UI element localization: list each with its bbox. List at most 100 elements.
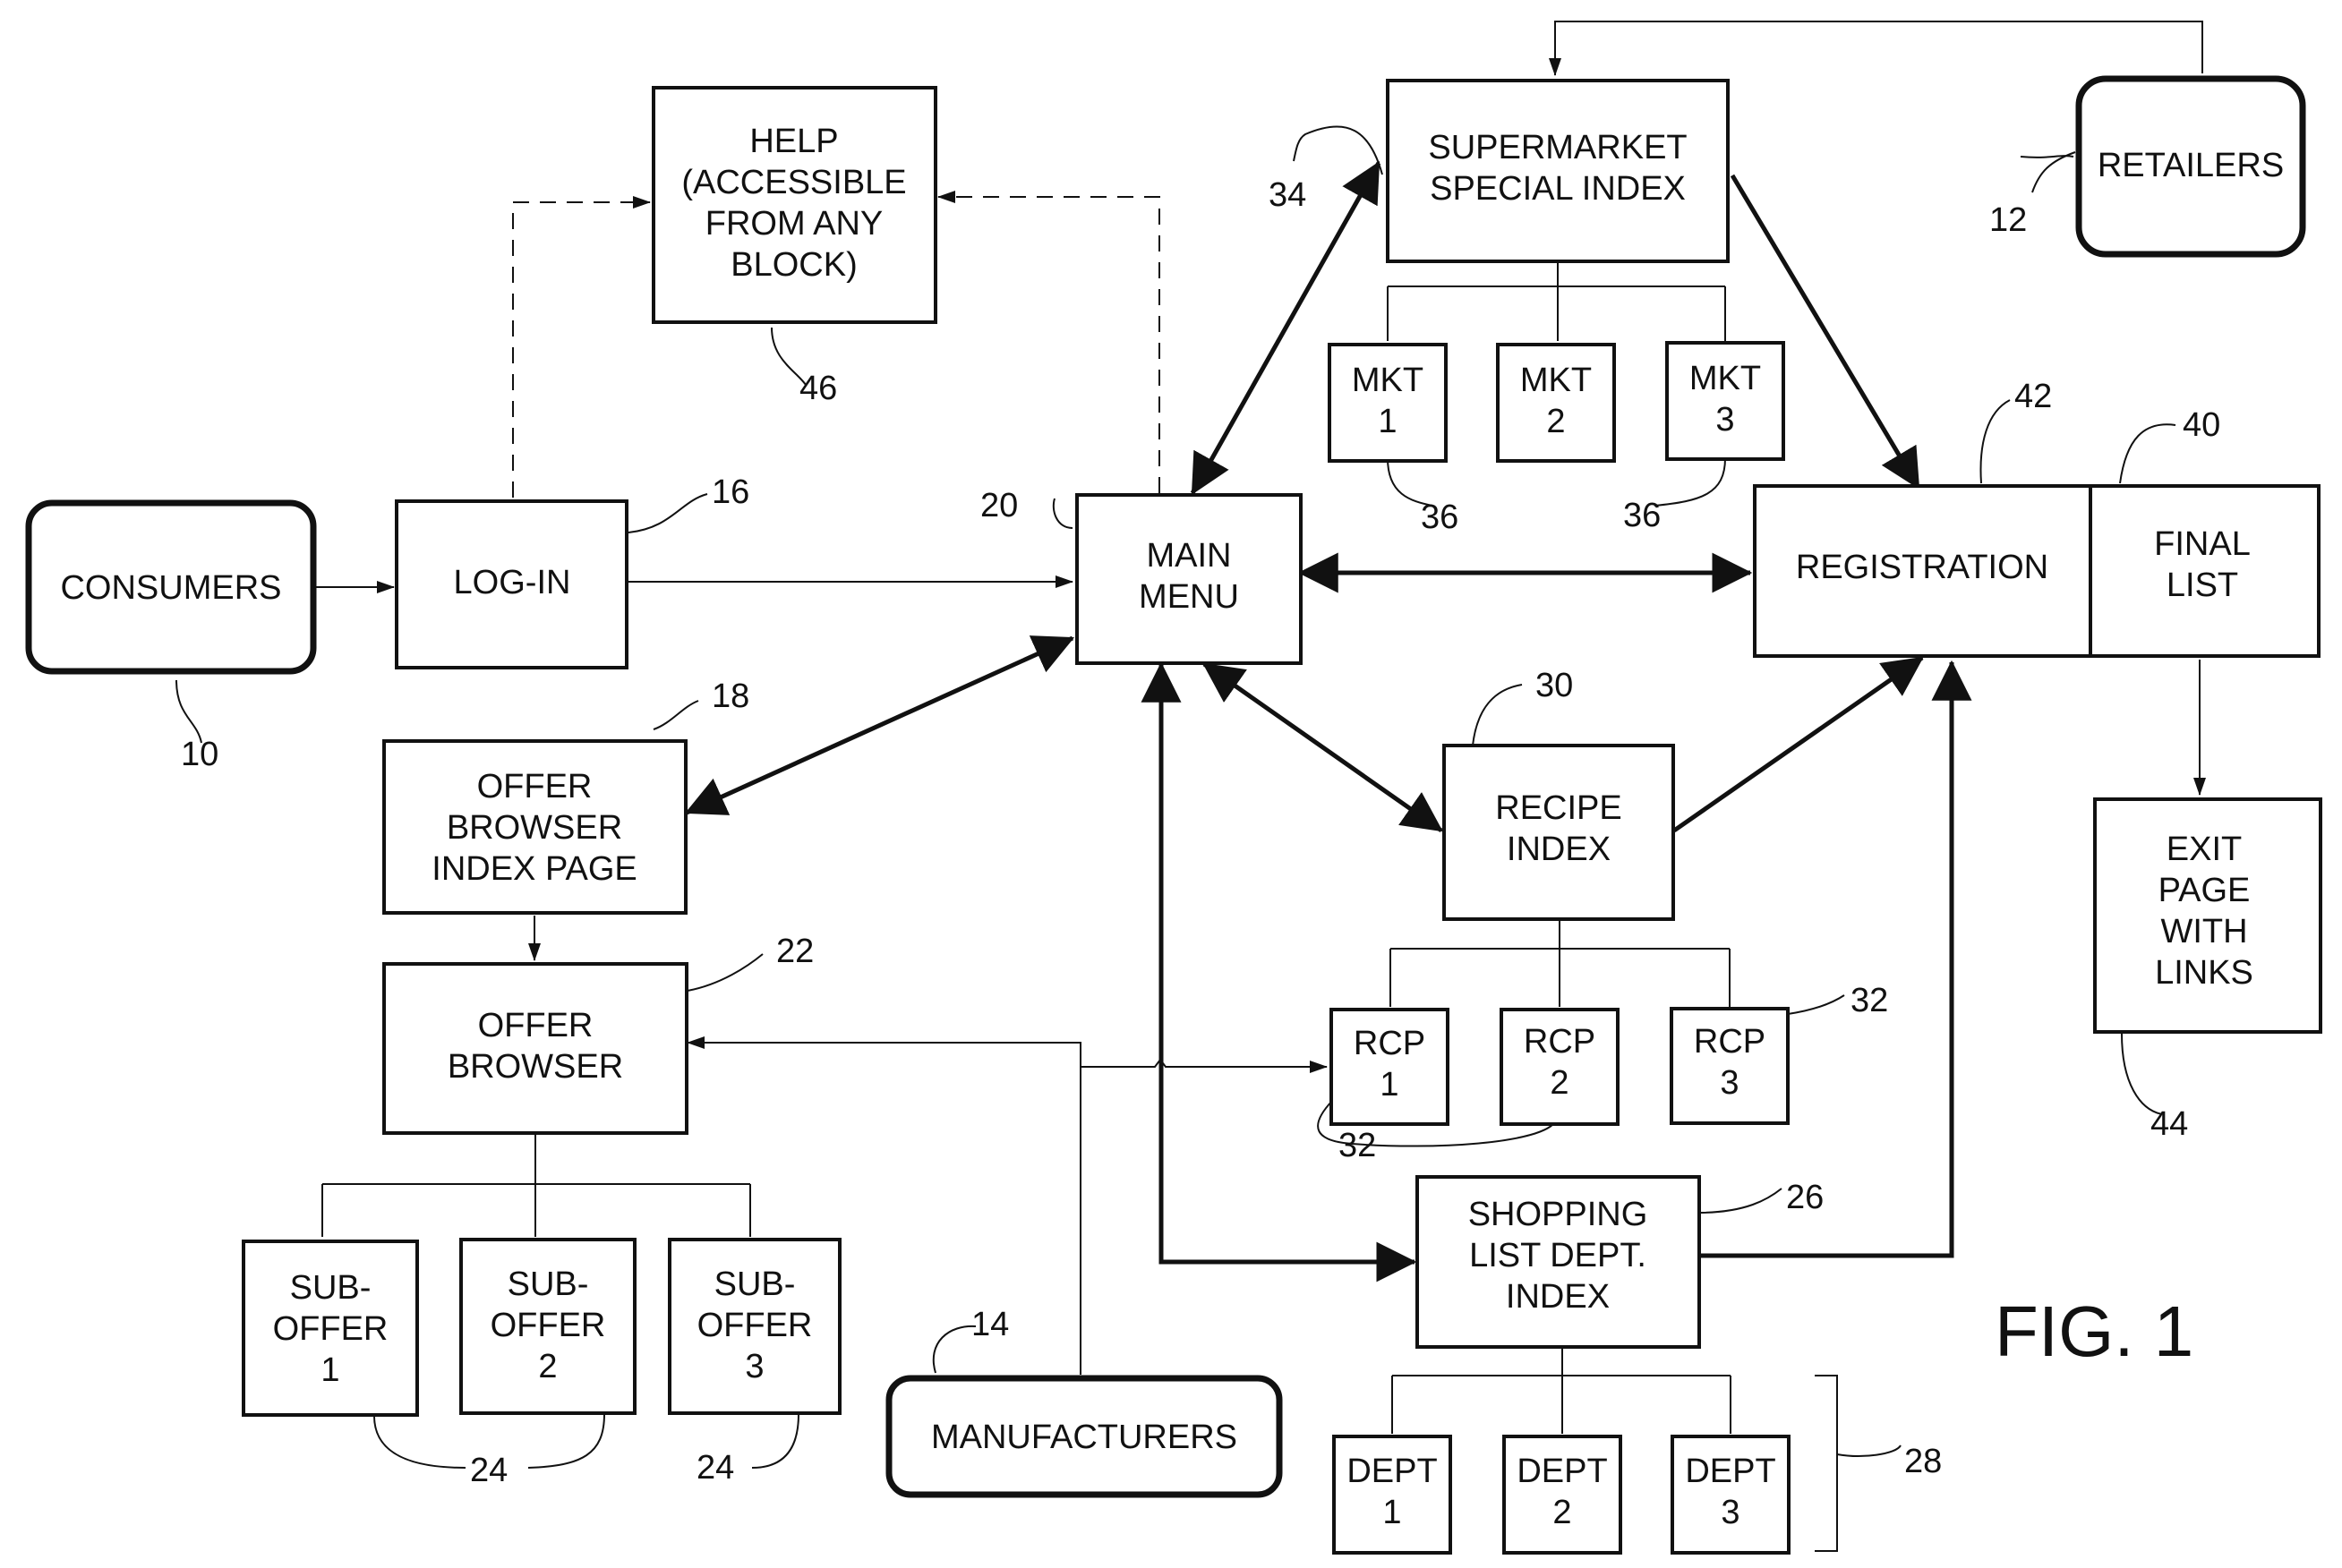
label-line: 1	[1380, 1066, 1398, 1104]
arrow-mainmenu-shopping	[1141, 661, 1417, 1283]
leader-lines	[175, 125, 2176, 1469]
ref-36a: 36	[1421, 499, 1458, 536]
ref-44: 44	[2150, 1105, 2188, 1143]
dept-3-box: DEPT 3	[1671, 1435, 1791, 1555]
label-line: DEPT	[1346, 1453, 1437, 1490]
ref-16: 16	[712, 473, 749, 511]
label-line: INDEX PAGE	[432, 850, 637, 888]
label-line: 1	[1382, 1494, 1401, 1531]
ref-12: 12	[1989, 201, 2027, 239]
tree-supermarket-mkt	[1387, 262, 1726, 341]
label-line: 2	[1552, 1494, 1571, 1531]
label-line: INDEX	[1506, 1278, 1610, 1316]
login-label: LOG-IN	[454, 564, 571, 601]
ref-24b: 24	[697, 1449, 734, 1487]
login-box: LOG-IN	[395, 499, 628, 669]
label-line: RECIPE	[1495, 789, 1621, 827]
arrow-mainmenu-offerindex	[684, 635, 1075, 815]
label-line: SUB-	[714, 1265, 796, 1303]
ref-26: 26	[1786, 1179, 1824, 1216]
ref-32b: 32	[1338, 1127, 1376, 1164]
arrow-mainmenu-supermarket	[1190, 161, 1381, 495]
label-line: HELP	[749, 123, 838, 160]
tree-shopping-dept	[1391, 1347, 1731, 1434]
arrow-manufacturers-offerbrowser	[687, 1036, 1081, 1375]
retailers-label: RETAILERS	[2098, 147, 2284, 184]
ref-28: 28	[1904, 1443, 1942, 1480]
label-line: LIST	[2167, 567, 2238, 604]
label-line: MKT	[1689, 360, 1761, 397]
retailers-terminal: RETAILERS	[2075, 75, 2306, 258]
dept3-label: DEPT 3	[1685, 1453, 1775, 1531]
arrow-mainmenu-recipe	[1202, 661, 1443, 833]
ref-14: 14	[971, 1306, 1009, 1343]
dashed-login-help	[512, 196, 651, 498]
label-line: 3	[1720, 1064, 1739, 1102]
label-line: BLOCK)	[731, 246, 857, 284]
figure-label: FIG. 1	[1995, 1291, 2193, 1371]
arrow-shopping-registration	[1699, 660, 1972, 1258]
label-line: EXIT	[2167, 831, 2242, 868]
label-line: SUB-	[290, 1269, 372, 1307]
label-line: (ACCESSIBLE	[681, 164, 906, 201]
label-line: OFFER	[478, 1007, 594, 1044]
label-line: FROM ANY	[705, 205, 883, 243]
arrow-supermarket-registration	[1730, 174, 1921, 490]
label-line: 3	[1715, 401, 1734, 439]
mkt-3-box: MKT 3	[1665, 341, 1785, 461]
connectors	[175, 21, 2206, 1552]
dept1-label: DEPT 1	[1346, 1453, 1437, 1531]
ref-10: 10	[181, 736, 218, 773]
mkt3-label: MKT 3	[1689, 360, 1761, 439]
label-line: RCP	[1694, 1023, 1765, 1061]
label-line: 3	[745, 1348, 764, 1385]
label-line: PAGE	[2158, 872, 2251, 909]
label-line: 2	[538, 1348, 557, 1385]
ref-46: 46	[799, 370, 837, 407]
label-line: MAIN	[1147, 537, 1232, 575]
label-line: RCP	[1354, 1025, 1425, 1062]
label-line: SUB-	[508, 1265, 589, 1303]
label-line: DEPT	[1685, 1453, 1775, 1490]
consumers-terminal: CONSUMERS	[25, 499, 317, 675]
label-line: 3	[1721, 1494, 1739, 1531]
tree-offerbrowser-sub	[321, 1134, 751, 1237]
ref-32a: 32	[1851, 982, 1888, 1019]
label-line: RCP	[1524, 1023, 1595, 1061]
label-line: CONSUMERS	[60, 569, 281, 607]
rcp1-label: RCP 1	[1354, 1025, 1425, 1104]
label-line: FINAL	[2154, 525, 2251, 563]
label-line: SHOPPING	[1468, 1196, 1648, 1233]
ref-36b: 36	[1623, 497, 1661, 534]
arrow-manufacturers-rcp1	[1081, 1058, 1328, 1073]
label-line: 2	[1546, 403, 1565, 440]
ref-34: 34	[1269, 176, 1306, 214]
label-line: SPECIAL INDEX	[1430, 170, 1686, 208]
arrow-retailers-supermarket	[1549, 21, 2203, 76]
final-list-label: FINAL LIST	[2154, 525, 2251, 604]
